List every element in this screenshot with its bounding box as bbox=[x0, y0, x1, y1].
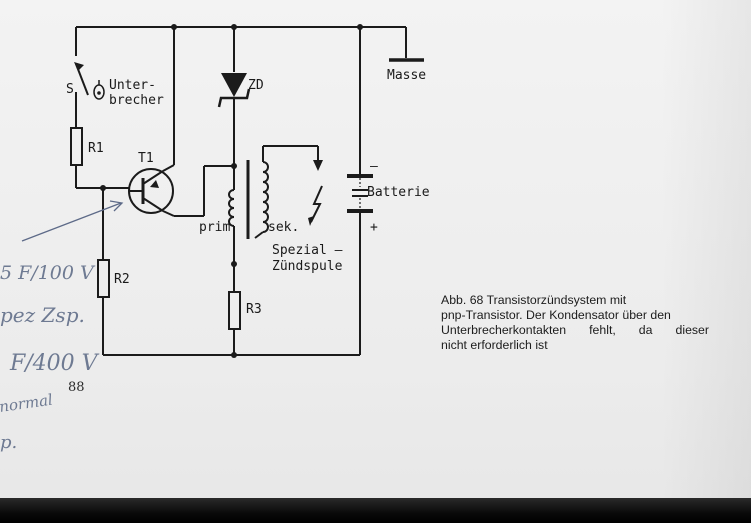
handwriting-line-4: normal bbox=[0, 391, 54, 416]
pencil-arrow-head bbox=[109, 200, 124, 212]
transistor-t1 bbox=[128, 168, 174, 214]
resistor-r2 bbox=[97, 259, 110, 298]
page-number: 88 bbox=[68, 380, 85, 395]
secondary-bottom-wire bbox=[254, 231, 264, 239]
label-t1: T1 bbox=[138, 151, 154, 166]
caption-line-1: Abb. 68 Transistorzündsystem mit bbox=[441, 293, 627, 307]
label-ground: Masse bbox=[387, 68, 426, 83]
label-battery-minus: – bbox=[370, 159, 378, 174]
label-r2: R2 bbox=[114, 272, 130, 287]
resistor-r1 bbox=[70, 127, 83, 166]
label-r3: R3 bbox=[246, 302, 262, 317]
label-interrupter-1: Unter- bbox=[109, 78, 156, 93]
label-battery-plus: + bbox=[370, 220, 378, 235]
handwriting-line-2: pez Zsp. bbox=[0, 303, 85, 327]
collector-wire-a bbox=[162, 164, 175, 172]
top-junction-dot-1 bbox=[171, 24, 177, 30]
handwriting-line-3: F/400 V bbox=[9, 351, 100, 376]
label-primary: prim. bbox=[199, 220, 238, 235]
emitter-wire-a bbox=[162, 210, 175, 217]
figure-caption: Abb. 68 Transistorzündsystem mit pnp-Tra… bbox=[441, 293, 709, 353]
label-interrupter-2: brecher bbox=[109, 93, 164, 108]
page-bottom-edge bbox=[0, 498, 751, 523]
spark-tip bbox=[308, 216, 314, 226]
caption-line-4: nicht erforderlich ist bbox=[441, 338, 548, 352]
label-coil-2: Zündspule bbox=[272, 259, 343, 274]
label-zener: ZD bbox=[248, 78, 264, 93]
output-arrow-icon bbox=[313, 160, 323, 171]
label-r1: R1 bbox=[88, 141, 104, 156]
handwriting-line-1: 5 F/100 V bbox=[0, 262, 96, 284]
cam-icon bbox=[93, 80, 105, 100]
caption-line-3: Unterbrecherkontakten fehlt, da dieser bbox=[441, 323, 709, 337]
switch-contact bbox=[74, 62, 84, 71]
label-secondary: sek. bbox=[268, 220, 299, 235]
spark-icon bbox=[310, 185, 323, 223]
pencil-arrow bbox=[21, 202, 122, 242]
secondary-winding bbox=[262, 161, 269, 233]
zener-diode bbox=[221, 73, 247, 97]
label-coil-1: Spezial – bbox=[272, 243, 343, 258]
label-battery: Batterie bbox=[367, 185, 430, 200]
handwriting-line-5: p. bbox=[0, 432, 17, 453]
resistor-r3 bbox=[228, 291, 241, 330]
label-switch: S bbox=[66, 82, 74, 97]
primary-winding bbox=[228, 189, 235, 227]
caption-line-2: pnp-Transistor. Der Kondensator über den bbox=[441, 308, 671, 322]
page-shade bbox=[660, 0, 751, 498]
